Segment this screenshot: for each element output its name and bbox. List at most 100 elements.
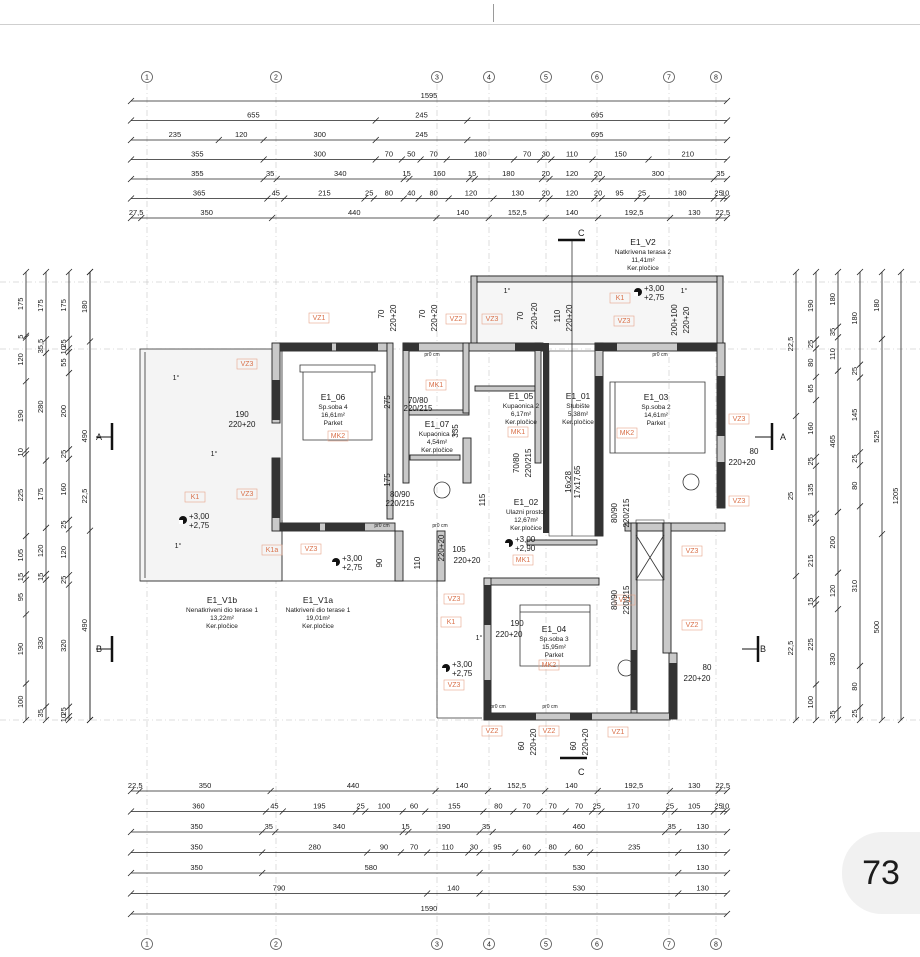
tag-vz3: VZ3 <box>236 358 258 370</box>
dimension-value: 140 <box>566 208 579 217</box>
dimension-value: 180 <box>474 150 487 159</box>
opening-value: 17x17,65 <box>573 465 582 498</box>
dimension-value: 100 <box>16 696 25 709</box>
opening-value: 80/90 <box>390 490 411 499</box>
dimension-value: 22,5 <box>786 337 795 352</box>
dimension-value: 340 <box>333 822 346 831</box>
room-area: 6,17m² <box>511 411 532 418</box>
room-floor: Ker.pločice <box>421 447 453 454</box>
level-bottom: +2,75 <box>644 293 665 302</box>
floor-drain-note: pr0 cm <box>542 704 557 710</box>
dimension-value: 190 <box>16 410 25 423</box>
dimension-value: 35 <box>265 822 273 831</box>
room-floor: Ker.pločice <box>627 265 659 272</box>
axis-marker-6: 6 <box>591 938 603 950</box>
dimension-value: 170 <box>627 802 640 811</box>
dimension-value: 55 <box>59 358 68 366</box>
opening-value: 90 <box>375 558 384 567</box>
room-floor: Parket <box>545 652 564 659</box>
room-code: E1_V1a <box>303 595 334 605</box>
tag-text: VZ1 <box>612 729 625 736</box>
tag-text: VZ3 <box>733 498 746 505</box>
dimension-value: 105 <box>688 802 701 811</box>
tag-text: VZ3 <box>618 318 631 325</box>
room-code: E1_06 <box>321 392 346 402</box>
dimension-value: 35 <box>668 822 676 831</box>
top-toolbar <box>0 0 920 25</box>
room-name: Ulazni prostor <box>506 509 547 516</box>
tag-k1a: K1a <box>261 544 283 556</box>
dimension-value: 22,5 <box>715 781 730 790</box>
opening-value: 110 <box>553 309 562 322</box>
axis-marker-2: 2 <box>270 938 282 950</box>
room-code: E1_01 <box>566 391 591 401</box>
dimension-value: 695 <box>591 130 604 139</box>
dimension-value: 15 <box>806 598 815 606</box>
opening-value: 70/80 <box>512 452 521 473</box>
dimension-value: 25 <box>786 492 795 500</box>
dimension-value: 130 <box>511 189 524 198</box>
dimension-value: 1590 <box>421 904 438 913</box>
dimension-value: 180 <box>850 312 859 325</box>
dimension-value: 195 <box>313 802 326 811</box>
room-area: 4,54m² <box>427 439 448 446</box>
tag-text: VZ3 <box>305 546 318 553</box>
opening-value: 220+20 <box>437 534 446 561</box>
tag-text: VZ3 <box>241 361 254 368</box>
dimension-value: 120 <box>566 189 579 198</box>
dimension-value: 35 <box>482 822 490 831</box>
axis-marker-7: 7 <box>663 71 675 83</box>
tag-text: MK1 <box>429 382 444 389</box>
dimension-value: 500 <box>872 621 881 634</box>
dimension-value: 25 <box>806 340 815 348</box>
section-markers: A A B B C C <box>96 228 786 777</box>
dimension-value: 300 <box>652 169 665 178</box>
dimension-value: 25 <box>850 367 859 375</box>
tag-text: VZ2 <box>486 728 499 735</box>
dimension-value: 192,5 <box>625 208 644 217</box>
floor-drain-note: pr0 cm <box>432 523 447 529</box>
tag-mk2: MK2 <box>616 427 638 439</box>
dimension-value: 530 <box>573 884 586 893</box>
dimension-value: 25 <box>850 454 859 462</box>
dimension-value: 15 <box>401 822 409 831</box>
dimension-value: 350 <box>199 781 212 790</box>
tag-mk1: MK1 <box>512 554 534 566</box>
dimension-value: 1595 <box>421 91 438 100</box>
section-c-bottom: C <box>578 767 585 777</box>
opening-value: 220+20 <box>684 674 711 683</box>
dimension-value: 350 <box>190 822 203 831</box>
room-code: E1_07 <box>425 419 450 429</box>
opening-value: 80/90 <box>610 589 619 610</box>
opening-value: 220+20 <box>565 304 574 331</box>
dimension-value: 25 <box>356 802 364 811</box>
opening-value: 175 <box>383 473 392 487</box>
tag-vz2: VZ2 <box>481 725 503 737</box>
floor-drain-note: pr0 cm <box>652 352 667 358</box>
room-area: 12,67m² <box>514 517 539 524</box>
dimension-value: 330 <box>828 653 837 666</box>
dimension-value: 100 <box>378 802 391 811</box>
dimension-value: 80 <box>549 843 557 852</box>
room-name: Natkrivena terasa 2 <box>615 249 672 256</box>
slope-note: 1° <box>681 287 688 295</box>
dimension-value: 80 <box>429 189 437 198</box>
opening-value: 220+20 <box>496 630 523 639</box>
dimension-value: 110 <box>442 843 454 852</box>
tag-vz3: VZ3 <box>236 488 258 500</box>
tag-text: MK2 <box>620 430 635 437</box>
dimension-value: 175 <box>59 299 68 312</box>
dimension-value: 160 <box>806 422 815 435</box>
tag-text: VZ1 <box>313 315 326 322</box>
dimension-value: 200 <box>828 536 837 549</box>
opening-value: 220/215 <box>622 498 631 527</box>
dimension-value: 27,5 <box>129 208 144 217</box>
dimension-value: 25 <box>638 189 646 198</box>
dim-chain-row: 1590 <box>127 904 731 918</box>
